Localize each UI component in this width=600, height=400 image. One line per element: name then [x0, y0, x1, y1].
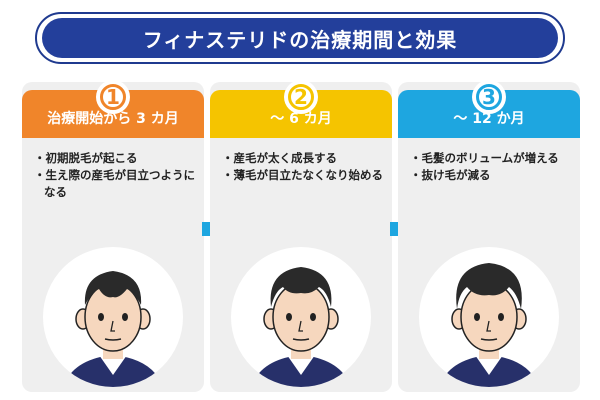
step-number: 3: [476, 84, 502, 110]
face-illustration: [43, 247, 183, 387]
step-number-badge: 3: [472, 80, 506, 114]
step-card-2: 2 〜 6 カ月 産毛が太く成長する 薄毛が目立たなくなり始める: [210, 80, 392, 392]
face-illustration: [231, 247, 371, 387]
title-banner: フィナステリドの治療期間と効果: [35, 12, 565, 64]
step-effects-list: 産毛が太く成長する 薄毛が目立たなくなり始める: [222, 150, 384, 184]
list-item: 抜け毛が減る: [410, 167, 572, 184]
step-effects-list: 毛髪のボリュームが増える 抜け毛が減る: [410, 150, 572, 184]
list-item: 毛髪のボリュームが増える: [410, 150, 572, 167]
step-effects-list: 初期脱毛が起こる 生え際の産毛が目立つようになる: [34, 150, 196, 201]
step-number: 2: [288, 84, 314, 110]
list-item: 産毛が太く成長する: [222, 150, 384, 167]
step-card-1: 1 治療開始から 3 カ月 初期脱毛が起こる 生え際の産毛が目立つようになる: [22, 80, 204, 392]
page-title: フィナステリドの治療期間と効果: [42, 18, 558, 58]
list-item: 薄毛が目立たなくなり始める: [222, 167, 384, 184]
face-illustration: [419, 247, 559, 387]
step-card-3: 3 〜 12 か月 毛髪のボリュームが増える 抜け毛が減る: [398, 80, 580, 392]
step-number: 1: [100, 84, 126, 110]
step-number-badge: 2: [284, 80, 318, 114]
step-number-badge: 1: [96, 80, 130, 114]
list-item: 初期脱毛が起こる: [34, 150, 196, 167]
list-item: 生え際の産毛が目立つようになる: [34, 167, 196, 201]
